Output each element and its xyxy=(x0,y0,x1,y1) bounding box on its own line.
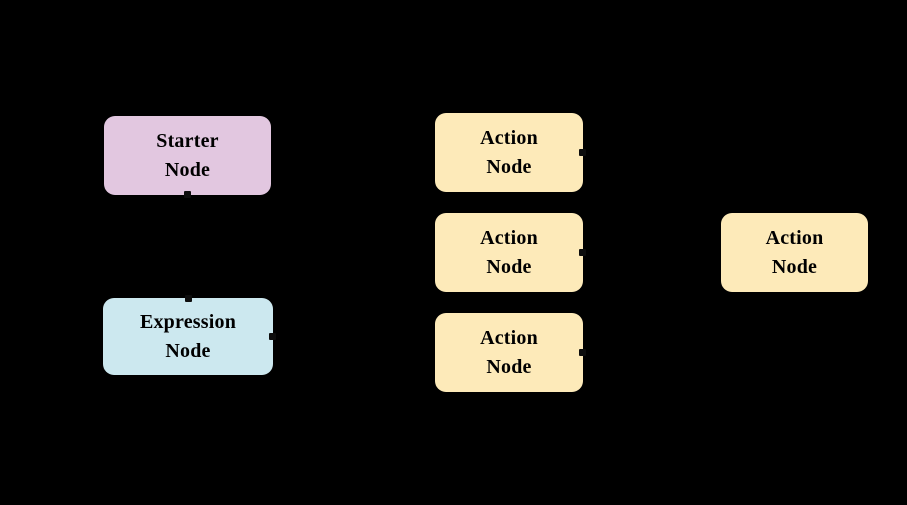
node-label-line2: Node xyxy=(771,255,818,278)
node-label-line2: Node xyxy=(486,155,532,178)
connector-port-bottom-icon[interactable] xyxy=(184,191,191,198)
node-label-line1: Expression xyxy=(139,310,237,333)
connector-port-right-icon[interactable] xyxy=(269,333,276,340)
connector-port-right-icon[interactable] xyxy=(579,249,586,256)
node-label-line1: Action xyxy=(480,326,538,349)
node-label-line2: Node xyxy=(164,158,211,181)
connector-port-right-icon[interactable] xyxy=(579,149,586,156)
connector-port-right-icon[interactable] xyxy=(579,349,586,356)
node-label-line1: Action xyxy=(480,226,538,249)
node-label-line1: Starter xyxy=(156,129,219,152)
node-label-line2: Node xyxy=(165,339,211,362)
node-label-line1: Action xyxy=(480,126,538,149)
connector-port-top-icon[interactable] xyxy=(184,295,192,302)
node-label-line2: Node xyxy=(486,355,532,378)
node-label-line1: Action xyxy=(765,226,824,249)
node-label-line2: Node xyxy=(486,255,532,278)
